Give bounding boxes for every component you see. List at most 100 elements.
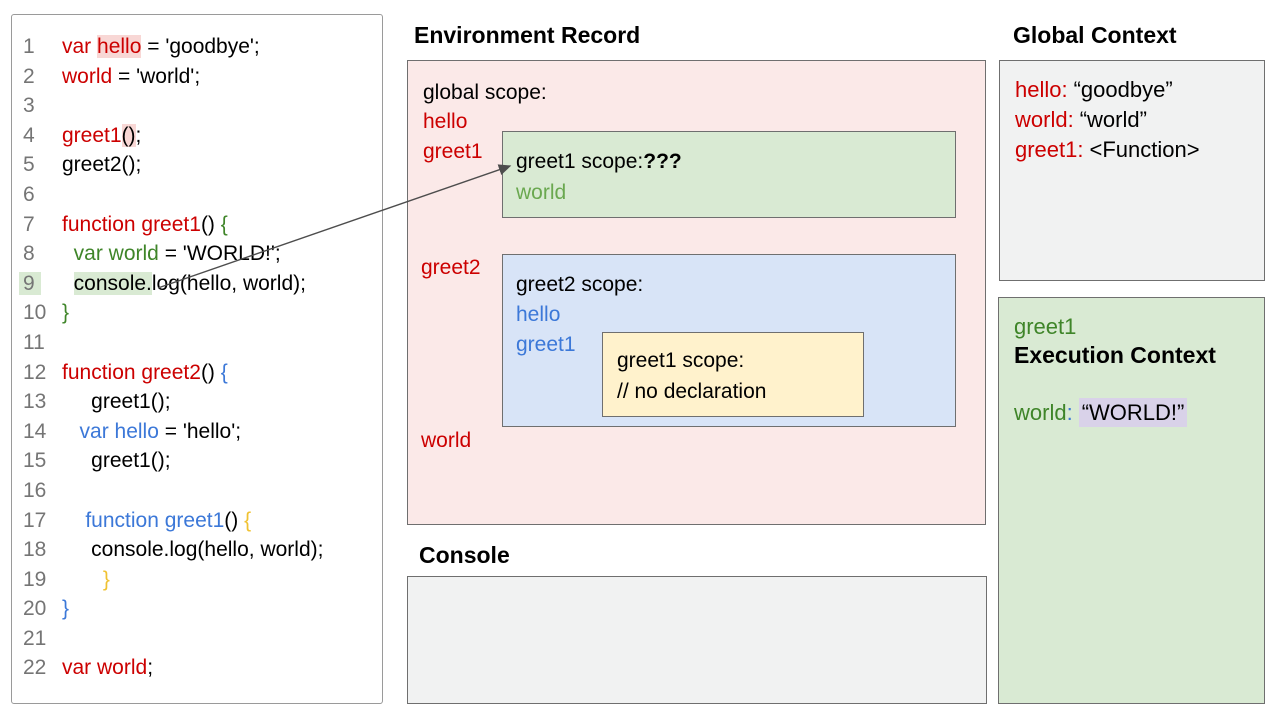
- code-text: var world = 'WORLD!';: [73, 242, 281, 266]
- code-text: greet1();: [62, 123, 142, 147]
- code-text: function greet1() {: [62, 212, 228, 236]
- line-number: 10: [23, 301, 47, 325]
- entry-value: “goodbye”: [1073, 77, 1173, 102]
- code-text: var hello = 'hello';: [79, 419, 242, 443]
- global-var-greet1: greet1: [423, 140, 483, 163]
- greet1-scope-label-row: greet1 scope:???: [516, 146, 955, 177]
- entry-key: world: [1014, 400, 1067, 425]
- console-title: Console: [419, 542, 510, 568]
- line-number: 1: [23, 35, 35, 58]
- code-line: 3: [12, 91, 382, 121]
- code-text: }: [62, 301, 70, 325]
- code-line: 15 greet1();: [12, 446, 382, 476]
- line-number: 7: [23, 212, 35, 236]
- code-line: 7 function greet1() {: [12, 210, 382, 240]
- code-line: 17 function greet1() {: [12, 506, 382, 536]
- line-number: 15: [23, 449, 47, 473]
- line-number: 3: [23, 94, 35, 118]
- entry-key: hello:: [1015, 77, 1068, 102]
- greet1-scope-question: ???: [643, 150, 682, 173]
- code-line: 13 greet1();: [12, 387, 382, 417]
- global-context-box: hello:“goodbye” world:“world” greet1:<Fu…: [999, 60, 1265, 281]
- code-line: 2 world = 'world';: [12, 62, 382, 92]
- line-number: 16: [23, 478, 47, 502]
- code-text: greet1();: [62, 449, 171, 473]
- code-line: 12 function greet2() {: [12, 358, 382, 388]
- code-line: 4 greet1();: [12, 121, 382, 151]
- code-text: }: [62, 597, 70, 621]
- execution-context-entry: world:“WORLD!”: [1014, 398, 1188, 427]
- code-panel: 1 var hello = 'goodbye'; 2 world = 'world';…: [11, 14, 383, 704]
- code-line: 8 var world = 'WORLD!';: [12, 239, 382, 269]
- greet1-scope-label: greet1 scope:: [516, 150, 644, 173]
- global-context-entry: greet1:<Function>: [1015, 135, 1264, 165]
- line-number: 13: [23, 390, 47, 414]
- inner-greet1-scope-box: greet1 scope: // no declaration: [602, 332, 864, 417]
- global-context-entry: world:“world”: [1015, 105, 1264, 135]
- line-number: 20: [23, 597, 47, 621]
- line-number: 14: [23, 419, 47, 443]
- global-var-world: world: [421, 429, 472, 452]
- code-text: function greet2() {: [62, 360, 228, 384]
- line-number: 6: [23, 182, 35, 206]
- code-line: 6: [12, 180, 382, 210]
- code-text: greet1();: [62, 390, 171, 414]
- code-line: 9 console.log(hello, world);: [12, 269, 382, 299]
- greet2-scope-var-greet1: greet1: [516, 333, 576, 356]
- inner-greet1-scope-comment: // no declaration: [617, 380, 767, 403]
- code-line: 20}: [12, 594, 382, 624]
- code-text: console.log(hello, world);: [73, 271, 306, 295]
- code-text: var world;: [62, 656, 154, 680]
- code-text: var hello = 'goodbye';: [62, 35, 260, 58]
- greet2-scope-var-hello: hello: [516, 303, 561, 326]
- execution-context-box: greet1 Execution Context world:“WORLD!”: [998, 297, 1265, 704]
- code-line: 21: [12, 624, 382, 654]
- inner-greet1-scope-label: greet1 scope:: [617, 349, 745, 372]
- execution-context-title: Execution Context: [1014, 342, 1216, 368]
- global-var-hello: hello: [423, 110, 468, 133]
- entry-value: <Function>: [1089, 137, 1200, 162]
- code-line: 11: [12, 328, 382, 358]
- code-text: }: [102, 567, 110, 591]
- line-number: 8: [23, 242, 35, 266]
- global-context-entry: hello:“goodbye”: [1015, 75, 1264, 105]
- entry-key: greet1:: [1015, 137, 1084, 162]
- greet2-scope-label: greet2 scope:: [516, 273, 644, 296]
- global-context-title: Global Context: [1013, 22, 1177, 48]
- line-number: 2: [23, 64, 35, 88]
- line-number: 18: [23, 538, 47, 562]
- line-number: 5: [23, 153, 35, 177]
- line-number: 4: [23, 123, 35, 147]
- code-line: 19 }: [12, 565, 382, 595]
- line-number: 12: [23, 360, 47, 384]
- environment-record-title: Environment Record: [414, 22, 641, 48]
- line-number: 9: [12, 269, 62, 299]
- code-line: 1 var hello = 'goodbye';: [12, 32, 382, 62]
- entry-colon: :: [1066, 400, 1073, 425]
- entry-key: world:: [1015, 107, 1074, 132]
- execution-context-function: greet1: [1014, 314, 1077, 339]
- code-line: 16: [12, 476, 382, 506]
- code-text: world = 'world';: [62, 64, 201, 88]
- entry-value: “world”: [1079, 107, 1147, 132]
- global-var-greet2: greet2: [421, 256, 481, 279]
- line-number: 11: [23, 330, 45, 354]
- greet1-scope-box: greet1 scope:??? world: [502, 131, 956, 218]
- entry-value: “WORLD!”: [1078, 398, 1188, 427]
- code-line: 10}: [12, 298, 382, 328]
- greet2-scope-box: greet2 scope: hello greet1 greet1 scope:…: [502, 254, 956, 427]
- console-output-box: [407, 576, 987, 704]
- code-lines: 1 var hello = 'goodbye'; 2 world = 'world';…: [12, 32, 382, 683]
- line-number: 19: [23, 567, 47, 591]
- line-number: 17: [23, 508, 47, 532]
- code-line: 14 var hello = 'hello';: [12, 417, 382, 447]
- code-text: function greet1() {: [85, 508, 252, 532]
- global-scope-label: global scope:: [423, 81, 547, 104]
- code-text: console.log(hello, world);: [62, 538, 324, 562]
- code-line: 18 console.log(hello, world);: [12, 535, 382, 565]
- global-scope-box: global scope: hello greet1 greet2 world …: [407, 60, 986, 525]
- greet1-scope-var-world: world: [516, 181, 567, 204]
